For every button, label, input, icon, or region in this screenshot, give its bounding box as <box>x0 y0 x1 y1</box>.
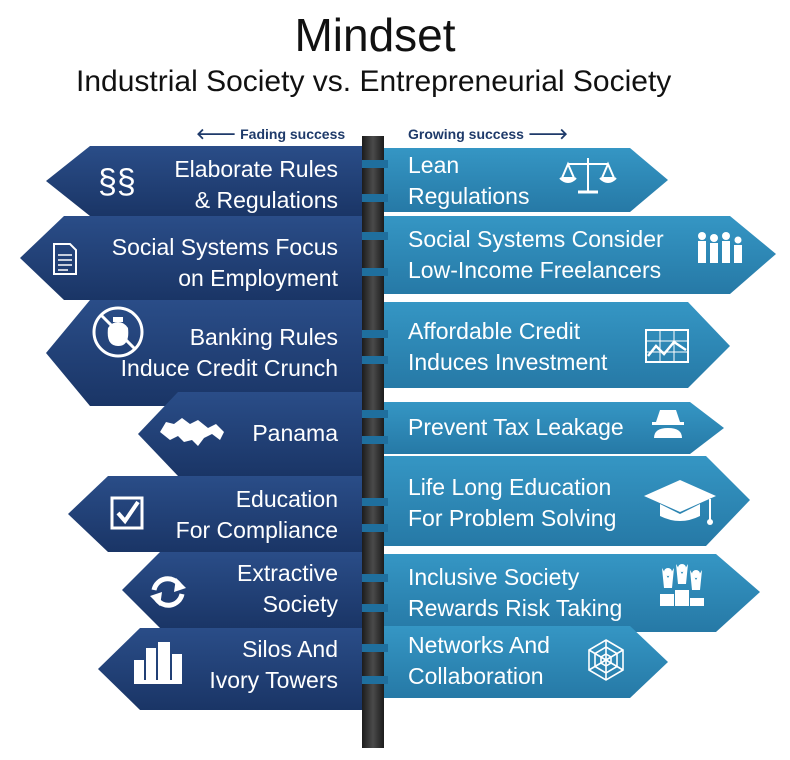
spy-icon <box>652 410 684 438</box>
legend-fading: 🡐 Fading success <box>196 124 345 143</box>
right-sign-6-label: Inclusive Society Rewards Risk Taking <box>408 562 622 624</box>
left-sign-3-line1: Banking Rules <box>189 324 338 350</box>
winners-podium-icon <box>660 564 704 606</box>
graduation-cap-icon <box>644 480 716 525</box>
right-sign-7 <box>384 626 668 698</box>
right-sign-2-line2: Low-Income Freelancers <box>408 257 662 283</box>
right-sign-4 <box>384 402 724 454</box>
pole-brackets <box>362 160 388 684</box>
left-sign-2 <box>20 216 372 300</box>
panama-map-icon <box>160 418 224 446</box>
left-sign-2-line1: Social Systems Focus <box>111 234 338 260</box>
right-sign-5 <box>384 456 750 546</box>
right-sign-7-label: Networks And Collaboration <box>408 630 550 692</box>
right-sign-2-label: Social Systems Consider Low-Income Freel… <box>408 224 664 286</box>
left-sign-7-line1: Silos And <box>242 636 338 662</box>
legend-growing: Growing success 🡒 <box>408 124 568 143</box>
left-sign-3-label: Banking Rules Induce Credit Crunch <box>121 322 338 384</box>
right-sign-2-line1: Social Systems Consider <box>408 226 664 252</box>
left-sign-5-line2: For Compliance <box>175 517 338 543</box>
left-sign-6 <box>122 552 372 628</box>
right-sign-3 <box>384 302 730 388</box>
right-sign-1-line1: Lean <box>408 152 460 178</box>
left-sign-4-label: Panama <box>252 418 338 449</box>
page-subtitle: Industrial Society vs. Entrepreneurial S… <box>76 65 672 98</box>
right-sign-4-label: Prevent Tax Leakage <box>408 412 624 443</box>
left-sign-5 <box>68 476 372 552</box>
right-sign-1-label: Lean Regulations <box>408 150 529 212</box>
no-money-bag-icon <box>92 306 144 358</box>
left-sign-5-label: Education For Compliance <box>176 484 338 546</box>
left-sign-1 <box>46 146 372 216</box>
right-sign-6-line1: Inclusive Society <box>408 564 580 590</box>
recycle-arrows-icon <box>150 576 186 608</box>
checkbox-box-icon <box>110 496 144 530</box>
left-sign-5-line1: Education <box>235 486 338 512</box>
right-sign-3-line2: Induces Investment <box>408 349 608 375</box>
left-sign-2-label: Social Systems Focus on Employment <box>112 232 338 294</box>
legend-growing-label: Growing success <box>408 126 524 142</box>
right-sign-5-line1: Life Long Education <box>408 474 612 500</box>
right-sign-2 <box>384 216 776 294</box>
left-sign-2-line2: on Employment <box>178 265 338 291</box>
chart-icon <box>645 329 689 363</box>
city-buildings-icon <box>134 642 182 684</box>
right-sign-4-line1: Prevent Tax Leakage <box>408 414 624 440</box>
right-sign-7-line1: Networks And <box>408 632 550 658</box>
left-sign-1-line2: & Regulations <box>194 187 338 213</box>
legend-fading-label: Fading success <box>240 126 346 142</box>
right-sign-6-line2: Rewards Risk Taking <box>408 595 623 621</box>
people-group-icon <box>698 232 742 263</box>
left-sign-6-line2: Society <box>262 591 338 617</box>
left-sign-3-line2: Induce Credit Crunch <box>120 355 338 381</box>
scales-icon <box>559 158 617 194</box>
left-sign-7-label: Silos And Ivory Towers <box>209 634 338 696</box>
right-sign-5-line2: For Problem Solving <box>408 505 617 531</box>
section-sign-icon: §§ <box>98 163 136 201</box>
left-sign-3 <box>46 300 372 406</box>
right-sign-3-line1: Affordable Credit <box>408 318 581 344</box>
left-sign-4-line1: Panama <box>252 420 338 446</box>
left-sign-6-line1: Extractive <box>237 560 338 586</box>
arrow-left-icon: 🡐 <box>196 126 237 143</box>
left-sign-1-line1: Elaborate Rules <box>174 156 338 182</box>
spider-web-icon <box>588 639 624 681</box>
page-title: Mindset <box>294 9 456 61</box>
left-sign-4 <box>138 392 372 476</box>
right-sign-5-label: Life Long Education For Problem Solving <box>408 472 616 534</box>
right-sign-3-label: Affordable Credit Induces Investment <box>408 316 607 378</box>
right-sign-7-line2: Collaboration <box>408 663 544 689</box>
arrow-right-icon: 🡒 <box>527 126 569 143</box>
document-icon <box>53 243 77 275</box>
right-sign-1-line2: Regulations <box>408 183 530 209</box>
left-sign-7-line2: Ivory Towers <box>209 667 338 693</box>
left-sign-1-label: Elaborate Rules & Regulations <box>174 154 338 216</box>
left-sign-6-label: Extractive Society <box>237 558 338 620</box>
